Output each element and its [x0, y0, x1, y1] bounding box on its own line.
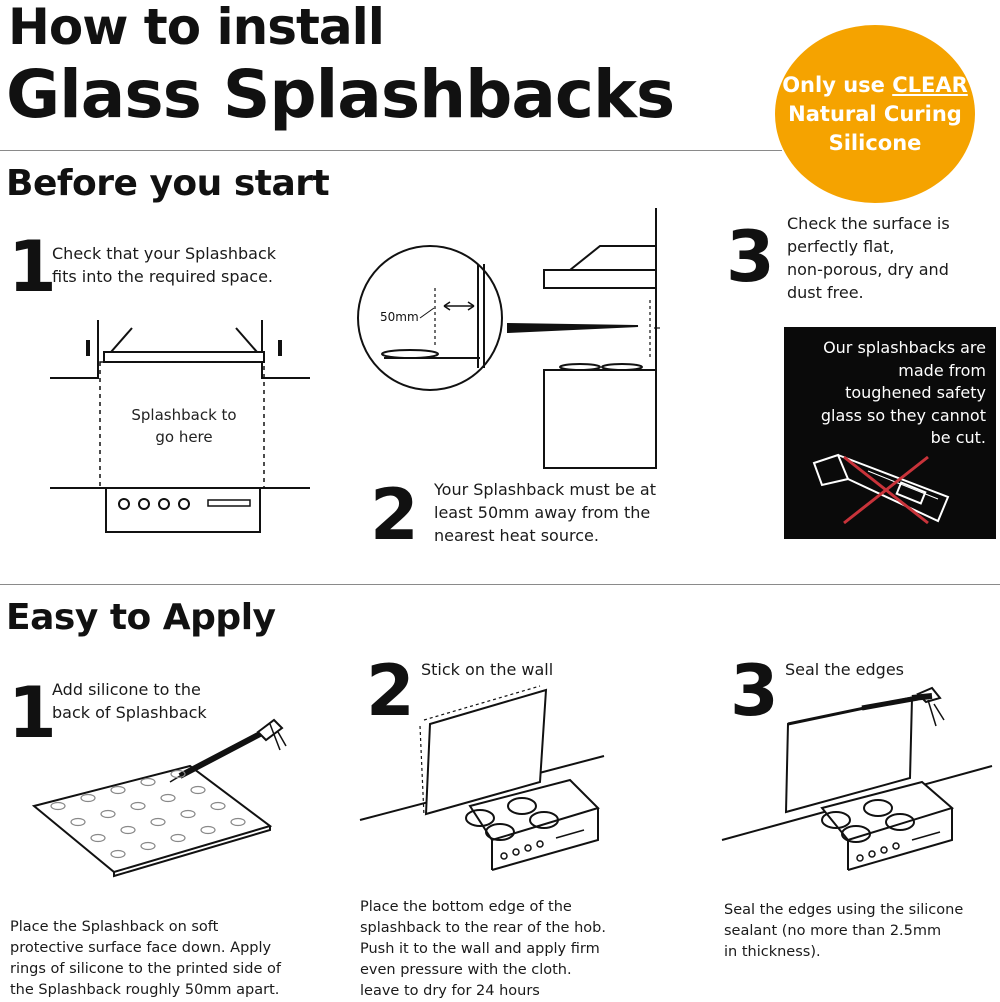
text-line: Our splashbacks are	[823, 338, 986, 357]
text-line: fits into the required space.	[52, 267, 273, 286]
silicone-ring	[150, 817, 166, 827]
silicone-ring	[100, 809, 116, 819]
before-step-1-number: 1	[8, 226, 57, 308]
divider	[0, 584, 1000, 585]
apply-step-1-text: Place the Splashback on soft protective …	[10, 917, 281, 1001]
text-line: sealant (no more than 2.5mm	[724, 923, 942, 939]
text-line: rings of silicone to the printed side of	[10, 961, 282, 977]
label-line: Splashback to	[131, 406, 237, 424]
apply-step-2-text: Place the bottom edge of the splashback …	[360, 897, 606, 1002]
silicone-ring	[80, 793, 96, 803]
silicone-ring	[110, 785, 126, 795]
silicone-application-illustration	[31, 718, 287, 878]
text-line: Seal the edges using the silicone	[724, 902, 964, 918]
silicone-badge: Only use CLEAR Natural Curing Silicone	[775, 25, 975, 203]
apply-step-2-title: Stick on the wall	[421, 658, 553, 681]
dimension-label: 50mm	[380, 310, 419, 324]
before-step-2-text: Your Splashback must be at least 50mm aw…	[434, 478, 656, 547]
badge-emphasis: CLEAR	[892, 72, 968, 97]
text-line: toughened safety	[845, 383, 986, 402]
apply-step-3-text: Seal the edges using the silicone sealan…	[724, 900, 963, 963]
silicone-ring	[90, 833, 106, 843]
text-line: Stick on the wall	[421, 660, 554, 679]
label-line: go here	[155, 428, 213, 446]
silicone-ring	[160, 793, 176, 803]
text-line: be cut.	[930, 428, 986, 447]
silicone-ring	[110, 849, 126, 859]
text-line: glass so they cannot	[820, 405, 986, 425]
text-line: back of Splashback	[52, 703, 207, 722]
silicone-ring	[190, 785, 206, 795]
text-line: Push it to the wall and apply firm	[360, 941, 600, 957]
text-line: Add silicone to the	[52, 680, 201, 699]
before-step-1-text: Check that your Splashback fits into the…	[52, 242, 276, 288]
text-line: least 50mm away from the	[434, 503, 651, 522]
text-line: Your Splashback must be at	[434, 480, 656, 499]
text-line: the Splashback roughly 50mm apart.	[10, 982, 280, 998]
before-step-3-text: Check the surface is perfectly flat, non…	[787, 212, 950, 304]
warning-text: Our splashbacks are made from toughened …	[786, 337, 986, 450]
text-line: leave to dry for 24 hours	[360, 983, 540, 999]
silicone-ring	[170, 769, 186, 779]
heading-easy-to-apply: Easy to Apply	[6, 597, 276, 638]
text-line: splashback to the rear of the hob.	[360, 920, 606, 936]
silicone-ring	[50, 801, 66, 811]
text-line: perfectly flat,	[787, 237, 895, 256]
text-line: Check that your Splashback	[52, 244, 277, 263]
apply-step-3-number: 3	[730, 650, 779, 732]
silicone-ring	[210, 801, 226, 811]
heat-distance-illustration	[357, 208, 660, 469]
heading-before-you-start: Before you start	[6, 163, 330, 204]
apply-step-1-title: Add silicone to the back of Splashback	[52, 678, 207, 724]
before-step-2-number: 2	[370, 474, 419, 556]
badge-line-2: Natural Curing	[788, 101, 962, 126]
space-illustration	[50, 320, 310, 533]
badge-prefix: Only use	[782, 72, 893, 97]
apply-step-3-title: Seal the edges	[785, 658, 904, 681]
silicone-ring	[180, 809, 196, 819]
silicone-ring	[230, 817, 246, 827]
silicone-ring	[200, 825, 216, 835]
divider	[0, 150, 782, 151]
stick-on-wall-illustration	[359, 685, 605, 871]
seal-edges-illustration	[721, 686, 993, 871]
silicone-ring	[130, 801, 146, 811]
text-line: made from	[898, 360, 986, 380]
text-line: Place the Splashback on soft	[10, 919, 219, 935]
silicone-ring	[140, 777, 156, 787]
no-cut-warning-box: Our splashbacks are made from toughened …	[784, 327, 996, 539]
text-line: Place the bottom edge of the	[360, 899, 572, 915]
text-line: non-porous, dry and	[787, 260, 949, 279]
before-step-3-number: 3	[726, 216, 775, 298]
title-line-2: Glass Splashbacks	[6, 56, 675, 133]
crossed-cutter-icon	[812, 453, 950, 525]
text-line: dust free.	[787, 283, 864, 302]
silicone-ring	[140, 841, 156, 851]
silicone-ring	[170, 833, 186, 843]
text-line: protective surface face down. Apply	[10, 940, 272, 956]
text-line: Seal the edges	[785, 660, 905, 679]
apply-step-2-number: 2	[366, 650, 415, 732]
silicone-ring	[70, 817, 86, 827]
silicone-ring	[120, 825, 136, 835]
text-line: Check the surface is	[787, 214, 950, 233]
text-line: nearest heat source.	[434, 526, 599, 545]
apply-step-1-number: 1	[8, 672, 57, 754]
text-line: even pressure with the cloth.	[360, 962, 572, 978]
title-line-1: How to install	[8, 0, 385, 56]
splashback-label: Splashback to go here	[110, 404, 258, 448]
text-line: in thickness).	[724, 944, 821, 960]
badge-line-3: Silicone	[828, 130, 922, 155]
